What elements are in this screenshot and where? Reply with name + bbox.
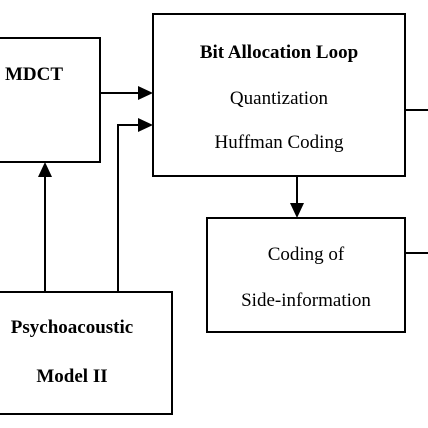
bit-allocation-loop-block	[152, 13, 406, 177]
bit-allocation-to-side-info-arrowhead	[290, 203, 304, 218]
model-ii-label: Model II	[36, 366, 107, 387]
mdct-block	[0, 37, 101, 163]
quantization-label: Quantization	[230, 88, 329, 109]
psychoacoustic-model-block	[0, 291, 173, 415]
huffman-coding-label: Huffman Coding	[215, 132, 344, 153]
mdct-label: MDCT	[5, 64, 63, 85]
side-information-label: Side-information	[241, 290, 371, 311]
psychoacoustic-label: Psychoacoustic	[11, 317, 133, 338]
mdct-to-bit-allocation-arrowhead	[138, 86, 153, 100]
psychoacoustic-to-bit-allocation-arrowhead	[138, 118, 153, 132]
psychoacoustic-to-mdct-arrowhead	[38, 162, 52, 177]
bit-allocation-title: Bit Allocation Loop	[200, 42, 358, 63]
psychoacoustic-to-bit-allocation-connector	[117, 124, 141, 292]
coding-side-info-block	[206, 217, 406, 333]
coding-of-label: Coding of	[268, 244, 345, 265]
